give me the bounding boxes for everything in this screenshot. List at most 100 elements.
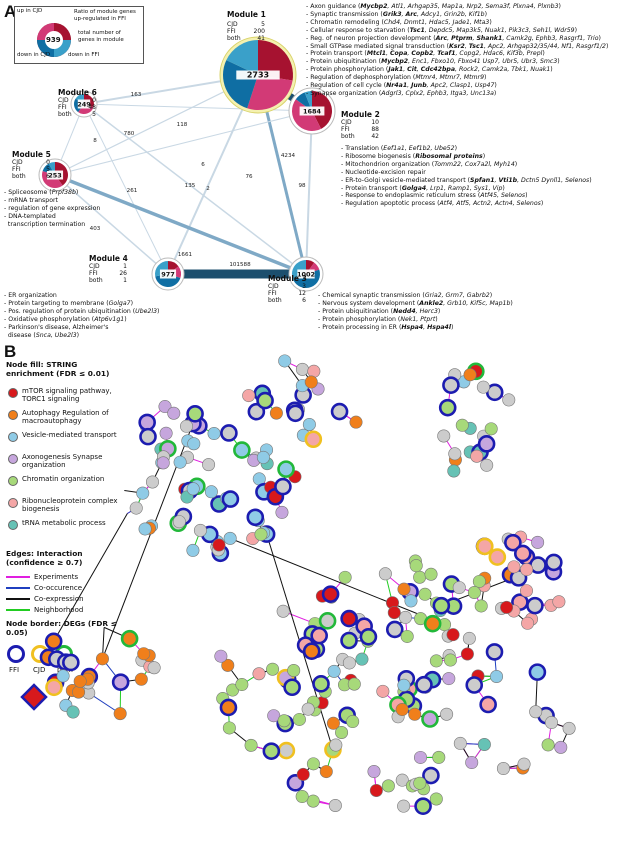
protein-node (500, 600, 514, 614)
protein-node (408, 707, 422, 721)
protein-node (554, 740, 568, 754)
protein-node (138, 522, 152, 536)
protein-node (254, 527, 268, 541)
module-2-title: Module 2 (341, 110, 380, 119)
protein-node (376, 684, 390, 698)
protein-node (476, 380, 490, 394)
protein-node (221, 490, 240, 508)
term-line: - DNA-templated (4, 212, 56, 220)
protein-node (340, 609, 358, 628)
protein-node (429, 654, 443, 668)
protein-node (415, 675, 433, 694)
term-line: - Protein targeting to membrane (Golga7) (4, 299, 134, 307)
protein-node (301, 702, 315, 716)
protein-node (45, 678, 63, 697)
fill-swatch (8, 410, 18, 420)
protein-node (219, 698, 238, 717)
protein-node (423, 614, 442, 633)
term-line: - Protein ubiquitination (Nedd4, Herc3) (318, 307, 441, 315)
module-5-node: 253 (38, 158, 72, 192)
pie-slice (295, 92, 312, 111)
protein-node (520, 563, 534, 577)
term-line: transcription termination (4, 220, 86, 228)
legend-ratio: Ratio of module genes up-regulated in FF… (74, 9, 136, 22)
protein-network (20, 354, 576, 815)
protein-node (295, 362, 309, 376)
border-label: FFI (9, 666, 20, 674)
protein-node (134, 672, 148, 686)
protein-node (269, 406, 283, 420)
protein-node (485, 643, 504, 661)
protein-node (129, 501, 143, 515)
count-backdrop (46, 170, 64, 180)
protein-node (113, 707, 127, 721)
protein-node (477, 435, 496, 453)
term-line: - Ribosome biogenesis (Ribosomal protein… (341, 152, 486, 160)
module-count-label: 2733 (247, 71, 269, 80)
protein-node (418, 587, 432, 601)
count-backdrop (159, 269, 177, 279)
protein-node (463, 368, 477, 382)
protein-node (120, 629, 139, 648)
protein-node (295, 790, 309, 804)
diamond-node (20, 683, 48, 711)
pie-slice (304, 91, 312, 111)
protein-node (447, 464, 461, 478)
protein-node (186, 405, 204, 423)
edge-weight-label: 8 (93, 138, 97, 144)
fill-label: Axonogenesis Synapse organization (22, 453, 103, 470)
edge-label: Neighborhood (34, 606, 84, 614)
count-backdrop (297, 269, 315, 279)
edge-weight-label: 101588 (229, 262, 251, 268)
edge-swatch (6, 598, 30, 600)
protein-node (156, 456, 170, 470)
legend-total: total number of genes in module (78, 30, 124, 43)
protein-node (312, 675, 330, 693)
protein-node (62, 653, 80, 672)
protein-node (526, 596, 544, 615)
protein-node (266, 662, 280, 676)
protein-node (448, 447, 462, 461)
term-line: disease (Snca, Ube2l3) (4, 331, 80, 339)
fill-label: Autophagy Regulation of macroautophagy (22, 409, 109, 426)
protein-node (432, 750, 446, 764)
protein-node (158, 400, 172, 414)
module-2-node: 1684 (288, 87, 336, 135)
protein-node (504, 533, 522, 552)
fill-swatch (8, 388, 18, 398)
protein-node (453, 736, 467, 750)
protein-node (207, 427, 221, 441)
protein-node (306, 794, 320, 808)
pie-legend-box (14, 6, 144, 64)
module-count-label: 249 (77, 101, 91, 109)
protein-node (378, 567, 392, 581)
protein-node (387, 606, 401, 620)
edge-label: Co-occurence (34, 584, 82, 592)
module-edge (83, 103, 169, 275)
module-graph: 7856163118423498780862135762611661403101… (38, 36, 336, 292)
protein-node (400, 629, 414, 643)
protein-node (472, 574, 486, 588)
protein-node (349, 415, 363, 429)
protein-node (460, 647, 474, 661)
protein-node (409, 559, 423, 573)
edge-label: Experiments (34, 573, 79, 581)
module-2-terms: - Translation (Eef1a1, Eef1b2, Ube52)- R… (341, 145, 592, 208)
protein-node (193, 523, 207, 537)
edge-weight-label: 2 (206, 186, 210, 192)
protein-node (204, 485, 218, 499)
module-1-title: Module 1 (227, 10, 266, 19)
protein-node (267, 709, 281, 723)
protein-node (139, 427, 157, 446)
fill-swatch (8, 498, 18, 508)
term-line: - Regulation apoptotic process (Atf4, At… (341, 200, 544, 208)
protein-node (44, 632, 63, 651)
term-line: - Regulation of dephosphorylation (Mtmr4… (306, 74, 487, 82)
protein-node (455, 418, 469, 432)
pie-slice (226, 40, 258, 75)
term-line: - Protein phosphorylation (Jak1, Cit, Cd… (306, 66, 553, 74)
term-line: - Mitochondrion organization (Tomm22, Co… (341, 160, 518, 168)
protein-node (247, 402, 266, 421)
